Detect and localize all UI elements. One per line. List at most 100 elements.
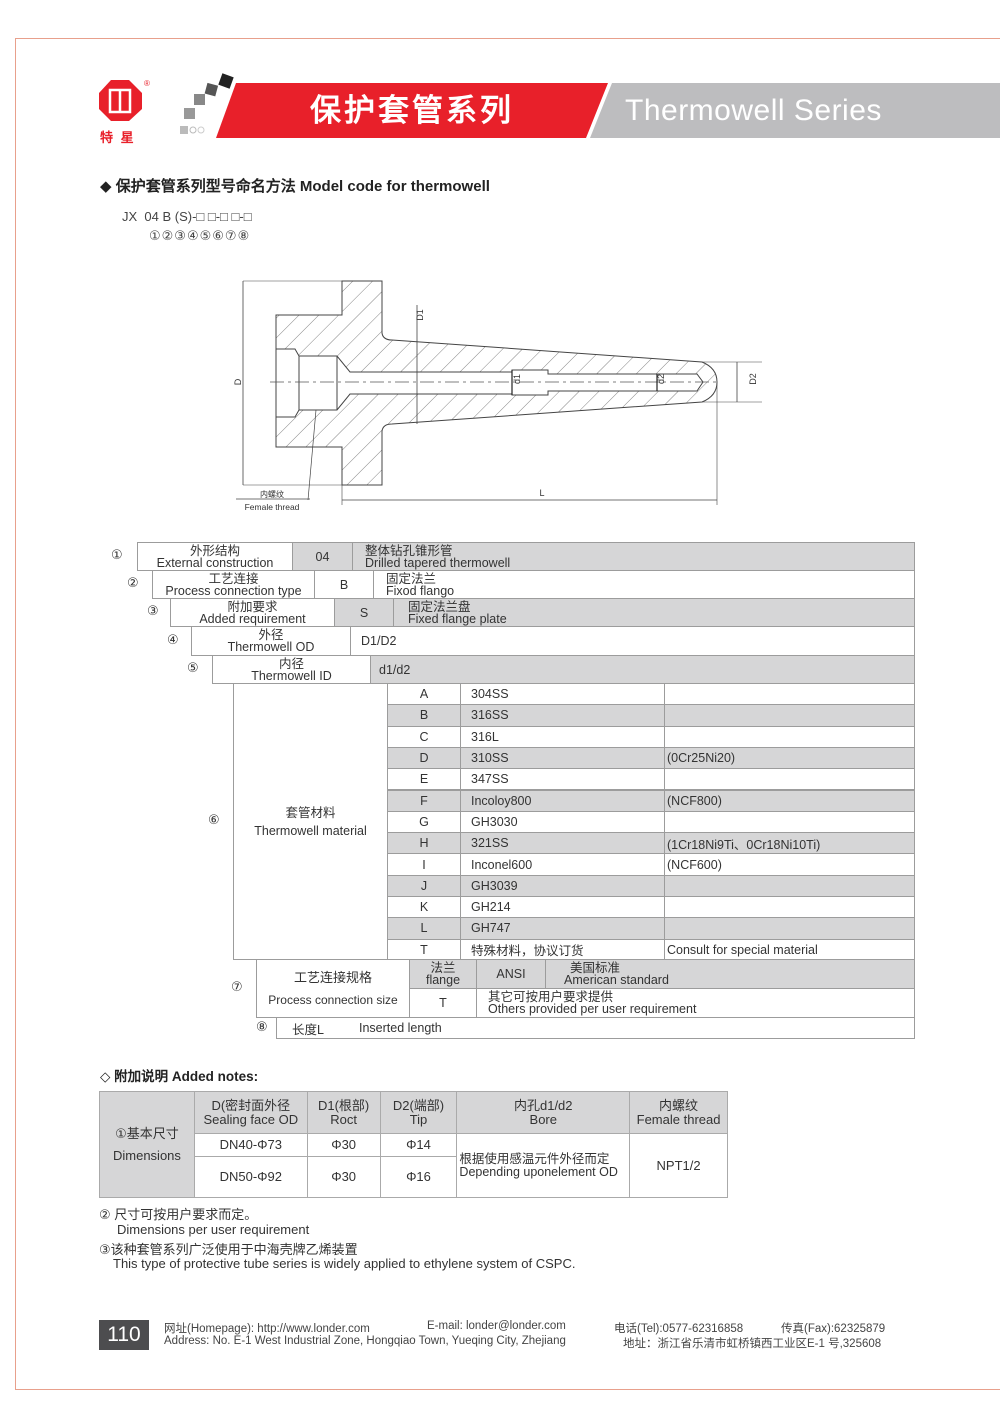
material-code: L bbox=[387, 917, 461, 940]
other-code-cell: T bbox=[409, 988, 477, 1018]
desc-en: Drilled tapered thermowell bbox=[365, 555, 511, 570]
label-en: Process connection size bbox=[268, 992, 398, 1007]
code-cell: 04 bbox=[292, 542, 353, 571]
header-cn: 内螺纹 bbox=[659, 1097, 699, 1113]
material-note bbox=[664, 704, 915, 727]
series-title-en: Thermowell Series bbox=[625, 94, 882, 127]
material-name: 347SS bbox=[460, 768, 665, 791]
material-note bbox=[664, 810, 915, 834]
thermowell-bore bbox=[275, 348, 704, 418]
material-name: 特殊材料，协议订货 bbox=[460, 938, 665, 961]
row-number: ⑥ bbox=[208, 813, 220, 828]
label-en: Thermowell material bbox=[254, 823, 367, 838]
dim-label-L: L bbox=[539, 488, 544, 498]
thread-label-cn: 内螺纹 bbox=[260, 489, 284, 499]
material-note bbox=[664, 896, 915, 919]
desc-en: Others provided per user requirement bbox=[488, 1002, 697, 1016]
material-code: E bbox=[387, 768, 461, 791]
material-note: (NCF600) bbox=[664, 853, 915, 876]
material-note bbox=[664, 768, 915, 791]
value-cell: d1/d2 bbox=[370, 655, 915, 684]
dim-label-D: D bbox=[233, 378, 243, 385]
bore-cn: 根据使用感温元件外径而定 bbox=[459, 1151, 610, 1166]
thermowell-drawing: D D1 d1 d2 D2 L 内螺纹 Female thread bbox=[233, 280, 762, 512]
material-name: 321SS bbox=[460, 832, 665, 855]
label-en: Thermowell ID bbox=[251, 668, 332, 683]
label-cn: 法兰 bbox=[430, 961, 456, 975]
row-number: ① bbox=[111, 548, 123, 563]
label-cn: 套管材料 bbox=[285, 805, 336, 820]
material-name: Inconel600 bbox=[460, 853, 665, 876]
label-cn: 外径 bbox=[258, 628, 284, 642]
table-row: DN50-Φ92 Φ30 Φ16 bbox=[100, 1156, 728, 1198]
diamond-outline-icon: ◇ bbox=[100, 1069, 111, 1084]
dim-label-D2: D2 bbox=[748, 373, 758, 385]
desc-cn: 其它可按用户要求提供 bbox=[488, 990, 614, 1004]
header-D1: D1(根部)Roct bbox=[306, 1091, 381, 1134]
header-en: Sealing face OD bbox=[203, 1111, 299, 1127]
material-note: Consult for special material bbox=[664, 938, 915, 961]
material-code: D bbox=[387, 746, 461, 770]
header-D2: D2(端部)Tip bbox=[379, 1091, 458, 1134]
material-name: Incoloy800 bbox=[460, 789, 665, 812]
model-code-heading-text: 保护套管系列型号命名方法 Model code for thermowell bbox=[115, 178, 490, 195]
material-code: K bbox=[387, 896, 461, 919]
code-cell: B bbox=[314, 570, 374, 599]
row-number: ③ bbox=[147, 604, 159, 619]
material-note: (NCF800) bbox=[664, 789, 915, 812]
label-cn: 工艺连接规格 bbox=[293, 969, 372, 985]
footer-address-cn: 地址：浙江省乐清市虹桥镇西工业区E-1 号,325608 bbox=[623, 1338, 882, 1350]
row-number: ⑦ bbox=[231, 980, 243, 995]
note-3-cn: ③该种套管系列广泛使用于中海壳牌乙烯装置 bbox=[99, 1242, 358, 1257]
cell-D2: Φ16 bbox=[379, 1156, 458, 1198]
header-en: Bore bbox=[529, 1111, 557, 1127]
material-name: GH747 bbox=[460, 917, 665, 940]
material-code: I bbox=[387, 853, 461, 876]
desc-en: Fixod flango bbox=[386, 583, 455, 598]
row-number: ② bbox=[127, 576, 139, 591]
logo-emblem-icon: ® bbox=[99, 79, 150, 121]
page-frame bbox=[15, 38, 1000, 1390]
note-2-en: Dimensions per user requirement bbox=[117, 1222, 310, 1237]
desc-en: American standard bbox=[564, 973, 669, 987]
header-en: Roct bbox=[330, 1111, 357, 1127]
label-en: Thermowell OD bbox=[227, 640, 315, 654]
note-2-cn: ② 尺寸可按用户要求而定。 bbox=[99, 1207, 258, 1222]
label-en: Added requirement bbox=[199, 611, 306, 626]
model-code-heading: ◆ 保护套管系列型号命名方法 Model code for thermowell bbox=[100, 175, 490, 196]
footer-tel: 电话(Tel):0577-62316858 bbox=[614, 1323, 744, 1335]
value-cell: D1/D2 bbox=[350, 626, 915, 656]
material-code: J bbox=[387, 874, 461, 897]
row-number: ⑤ bbox=[187, 661, 199, 676]
desc-cn: 固定法兰 bbox=[386, 571, 437, 586]
dim-label-d1: d1 bbox=[512, 374, 522, 384]
material-name: GH214 bbox=[460, 896, 665, 919]
label-cn: 长度L bbox=[292, 1022, 324, 1037]
material-code: F bbox=[387, 789, 461, 812]
material-code: A bbox=[387, 683, 461, 706]
thread-cell: NPT1/2 bbox=[629, 1133, 728, 1198]
material-code: H bbox=[387, 832, 461, 855]
header-cn: 内孔d1/d2 bbox=[513, 1097, 573, 1113]
row-number: ④ bbox=[167, 633, 179, 648]
page-number: 110 bbox=[99, 1320, 149, 1350]
label-cn: 内径 bbox=[278, 656, 304, 671]
header-band-red bbox=[216, 83, 608, 138]
footer-homepage: 网址(Homepage): http://www.londer.com bbox=[164, 1323, 370, 1335]
label-cn: 工艺连接 bbox=[208, 571, 259, 586]
label-en: flange bbox=[425, 973, 461, 987]
header-cn: D1(根部) bbox=[317, 1097, 370, 1113]
